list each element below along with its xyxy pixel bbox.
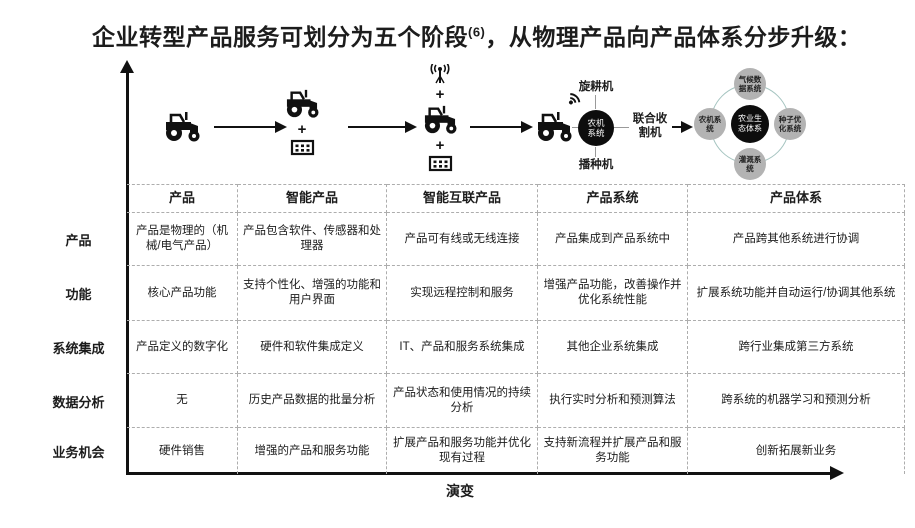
table-header: 智能产品 (238, 184, 387, 213)
table-cell: 产品状态和使用情况的持续分析 (387, 374, 538, 428)
table-cell: 硬件和软件集成定义 (238, 321, 387, 374)
stage-2-smart-product: + (279, 88, 325, 156)
irrigation-system-circle: 灌溉系统 (734, 148, 766, 180)
stage-3-connected-product: + + (416, 64, 464, 172)
table-corner (30, 184, 127, 213)
climate-data-system-label: 气候数据系统 (738, 75, 762, 93)
table-cell: 核心产品功能 (127, 266, 238, 321)
table-cell: 支持个性化、增强的功能和用户界面 (238, 266, 387, 321)
stage4-right-label: 联合收割机 (632, 113, 668, 140)
stages-table: 产品 智能产品 智能互联产品 产品系统 产品体系 产品 产品是物理的（机械/电气… (30, 184, 905, 474)
table-cell: 扩展系统功能并自动运行/协调其他系统 (688, 266, 905, 321)
tractor-icon (286, 89, 319, 118)
plus-sign: + (435, 86, 445, 103)
table-cell: 历史产品数据的批量分析 (238, 374, 387, 428)
table-cell: 产品可有线或无线连接 (387, 213, 538, 266)
x-axis-arrow-icon (830, 466, 844, 480)
table-header: 智能互联产品 (387, 184, 538, 213)
tractor-icon (166, 112, 200, 142)
machinery-system-label-2: 农机系统 (698, 115, 722, 133)
x-axis (126, 472, 832, 475)
x-axis-label: 演变 (446, 483, 474, 499)
row-label: 业务机会 (52, 444, 105, 460)
table-cell: 创新拓展新业务 (688, 428, 905, 474)
table-header: 产品 (127, 184, 238, 213)
table-cell: 产品集成到产品系统中 (538, 213, 688, 266)
row-label: 系统集成 (52, 341, 105, 356)
title-footnote: (6) (468, 24, 486, 40)
table-cell: 产品是物理的（机械/电气产品） (127, 213, 238, 266)
title-text-2: ，从物理产品向产品体系分步升级： (485, 24, 862, 50)
agri-ecosystem-label: 农业生态体系 (738, 114, 762, 133)
connector-line (595, 147, 596, 157)
climate-data-system-circle: 气候数据系统 (734, 68, 766, 100)
seed-optimization-system-circle: 种子优化系统 (774, 108, 806, 140)
chip-icon (290, 139, 314, 156)
table-cell: 产品定义的数字化 (127, 321, 238, 374)
connector-line (595, 95, 596, 109)
table-cell: 支持新流程并扩展产品和服务功能 (538, 428, 688, 474)
plus-sign: + (297, 121, 307, 138)
y-axis-arrow-icon (120, 60, 134, 73)
page-title: 企业转型产品服务可划分为五个阶段(6)，从物理产品向产品体系分步升级： (92, 18, 861, 52)
table-cell: 执行实时分析和预测算法 (538, 374, 688, 428)
table-cell: 硬件销售 (127, 428, 238, 474)
stage4-top-label: 旋耕机 (578, 81, 614, 93)
tractor-icon (424, 105, 457, 134)
agri-ecosystem-circle: 农业生态体系 (731, 105, 769, 143)
table-header: 产品系统 (538, 184, 688, 213)
table-cell: 扩展产品和服务功能并优化现有过程 (387, 428, 538, 474)
machinery-system-label: 农机系统 (587, 117, 605, 138)
connector-line (572, 127, 578, 128)
stage-arrow-3-icon (470, 121, 533, 133)
tractor-icon (538, 112, 572, 142)
title-text: 企业转型产品服务可划分为五个阶段 (92, 24, 468, 50)
row-label: 数据分析 (52, 394, 105, 410)
table-cell: 实现远程控制和服务 (387, 266, 538, 321)
table-header: 产品体系 (688, 184, 905, 213)
table-cell: 增强的产品和服务功能 (238, 428, 387, 474)
stage-arrow-1-icon (214, 121, 287, 133)
y-axis (126, 72, 129, 474)
table-cell: IT、产品和服务系统集成 (387, 321, 538, 374)
table-cell: 产品包含软件、传感器和处理器 (238, 213, 387, 266)
table-cell: 无 (127, 374, 238, 428)
stage-arrow-2-icon (348, 121, 417, 133)
seed-optimization-system-label: 种子优化系统 (778, 115, 802, 133)
table-cell: 其他企业系统集成 (538, 321, 688, 374)
irrigation-system-label: 灌溉系统 (738, 155, 762, 173)
row-label: 功能 (65, 287, 92, 302)
table-cell: 跨系统的机器学习和预测分析 (688, 374, 905, 428)
machinery-system-circle: 农机系统 (578, 110, 614, 146)
chip-icon (428, 155, 452, 172)
row-label: 产品 (65, 233, 92, 248)
machinery-system-circle-2: 农机系统 (694, 108, 726, 140)
antenna-icon (430, 64, 450, 84)
wifi-icon (568, 93, 581, 105)
table-cell: 产品跨其他系统进行协调 (688, 213, 905, 266)
plus-sign: + (435, 137, 445, 154)
stage4-bottom-label: 播种机 (578, 159, 614, 171)
table-cell: 增强产品功能，改善操作并优化系统性能 (538, 266, 688, 321)
connector-line (614, 127, 629, 128)
stage-arrow-4-icon (672, 121, 693, 133)
table-cell: 跨行业集成第三方系统 (688, 321, 905, 374)
